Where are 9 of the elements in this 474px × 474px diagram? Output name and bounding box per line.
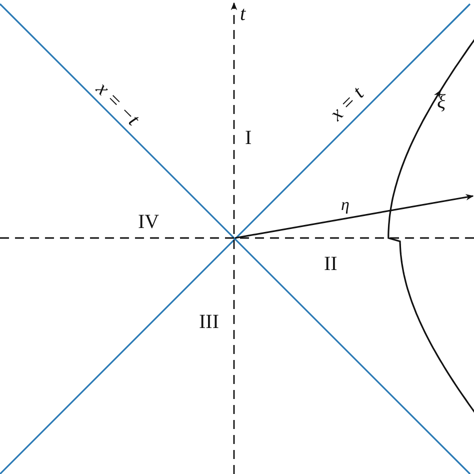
region-label: III (199, 312, 219, 332)
vector-label: η (341, 196, 350, 213)
line-label: x = −t (92, 78, 143, 130)
curve-label: ξ (437, 92, 446, 112)
region-label: IV (138, 212, 160, 232)
region-label: II (324, 254, 338, 274)
line-label: x = t (326, 84, 368, 124)
region-label: I (245, 128, 252, 148)
axis-label: t (240, 4, 246, 24)
